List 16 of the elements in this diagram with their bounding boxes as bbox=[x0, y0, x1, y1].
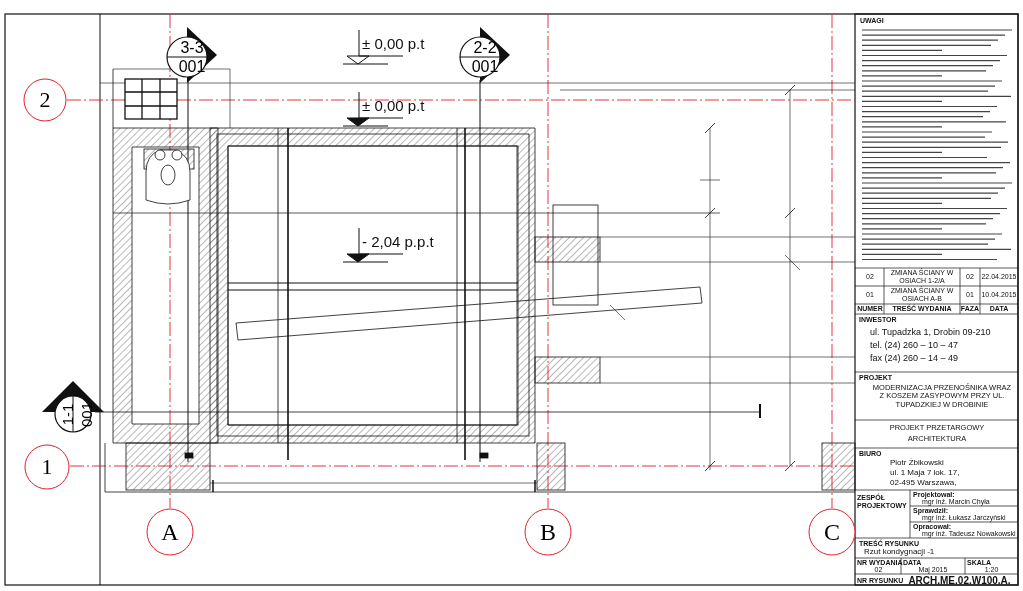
fax-text: fax (24) 260 – 14 – 49 bbox=[870, 354, 959, 364]
grid-axis-bubble: A bbox=[146, 508, 194, 556]
elevation-label: - 2,04 p.p.t bbox=[362, 234, 434, 251]
grid-axis-bubble: 2 bbox=[23, 78, 67, 122]
grid-axis-bubble: 1 bbox=[24, 444, 70, 490]
grid-axis-bubble: B bbox=[524, 508, 572, 556]
address-text: ul. Tupadzka 1, Drobin 09-210 bbox=[870, 328, 991, 338]
drawing-title: Rzut kondygnacji -1 bbox=[864, 548, 935, 557]
designer-name: Piotr Żbikowski bbox=[890, 459, 944, 468]
drawing-number: ARCH.ME.02.W100.A. bbox=[907, 575, 1012, 586]
phone-text: tel. (24) 260 – 10 – 47 bbox=[870, 341, 959, 351]
address-text: ul. 1 Maja 7 lok. 17, bbox=[890, 469, 960, 478]
elevation-label: ± 0,00 p.t bbox=[362, 36, 425, 53]
elevation-label: ± 0,00 p.t bbox=[362, 98, 425, 115]
grid-axis-bubble: C bbox=[808, 508, 856, 556]
address-text: 02-495 Warszawa, bbox=[890, 479, 957, 488]
